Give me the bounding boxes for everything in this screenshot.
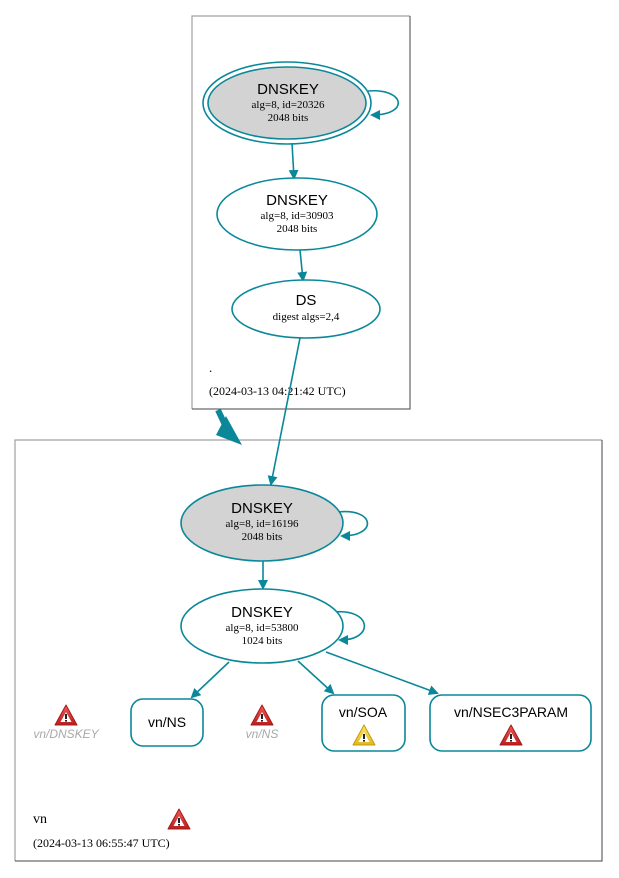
- edge-vn-ksk-self: [337, 510, 369, 541]
- edge-vn-zsk-self: [332, 610, 366, 645]
- node-bits: 2048 bits: [268, 112, 309, 124]
- cluster-root: . (2024-03-13 04:21:42 UTC): [191, 15, 411, 410]
- edge-vn-zsk-to-nsec3param: [325, 651, 439, 695]
- node-bits: 2048 bits: [277, 223, 318, 235]
- edge-root-zsk-to-ds: [297, 249, 308, 282]
- warning-red-icon: [250, 704, 274, 726]
- edge-root-ksk-to-zsk: [288, 142, 299, 180]
- node-root-ksk[interactable]: DNSKEY alg=8, id=20326 2048 bits: [202, 61, 372, 145]
- node-digest: digest algs=2,4: [273, 311, 340, 323]
- node-alg: alg=8, id=16196: [226, 518, 299, 530]
- node-alg: alg=8, id=30903: [261, 210, 334, 222]
- node-root-zsk[interactable]: DNSKEY alg=8, id=30903 2048 bits: [216, 177, 378, 251]
- cluster-vn-timestamp: (2024-03-13 06:55:47 UTC): [33, 836, 170, 850]
- node-vn-zsk[interactable]: DNSKEY alg=8, id=53800 1024 bits: [180, 588, 344, 664]
- node-title: DNSKEY: [231, 500, 293, 517]
- node-root-ds[interactable]: DS digest algs=2,4: [231, 279, 381, 339]
- edge-delegation: [215, 408, 242, 445]
- node-title: DNSKEY: [231, 604, 293, 621]
- node-vn-nsec3param[interactable]: vn/NSEC3PARAM: [429, 694, 592, 752]
- cluster-root-timestamp: (2024-03-13 04:21:42 UTC): [209, 384, 346, 398]
- node-vn-ns[interactable]: vn/NS: [130, 698, 204, 747]
- edge-root-ksk-self: [367, 90, 399, 120]
- node-title: vn/NS: [246, 727, 279, 741]
- cluster-vn: vn (2024-03-13 06:55:47 UTC): [14, 439, 603, 862]
- node-vn-ksk[interactable]: DNSKEY alg=8, id=16196 2048 bits: [180, 484, 344, 562]
- edge-vn-zsk-to-ns: [190, 661, 230, 699]
- node-title: vn/SOA: [339, 704, 388, 720]
- warning-red-icon: [167, 808, 191, 830]
- node-title: DNSKEY: [266, 192, 328, 209]
- node-vn-dnskey-missing[interactable]: vn/DNSKEY: [33, 704, 100, 741]
- node-title: vn/NSEC3PARAM: [454, 704, 568, 720]
- node-title: vn/DNSKEY: [33, 727, 99, 741]
- edges: [190, 90, 439, 699]
- node-title: DNSKEY: [257, 81, 319, 98]
- warning-red-icon: [54, 704, 78, 726]
- node-title: DS: [296, 292, 317, 309]
- node-vn-soa[interactable]: vn/SOA: [321, 694, 406, 752]
- edge-vn-zsk-to-soa: [297, 660, 335, 695]
- node-bits: 2048 bits: [242, 531, 283, 543]
- cluster-root-label: .: [209, 360, 212, 375]
- node-alg: alg=8, id=53800: [226, 622, 299, 634]
- node-title: vn/NS: [148, 714, 186, 730]
- node-vn-ns-missing[interactable]: vn/NS: [246, 704, 279, 741]
- node-bits: 1024 bits: [242, 635, 283, 647]
- edge-ds-to-vn-ksk: [267, 337, 301, 486]
- node-alg: alg=8, id=20326: [252, 99, 325, 111]
- cluster-vn-label: vn: [33, 812, 47, 827]
